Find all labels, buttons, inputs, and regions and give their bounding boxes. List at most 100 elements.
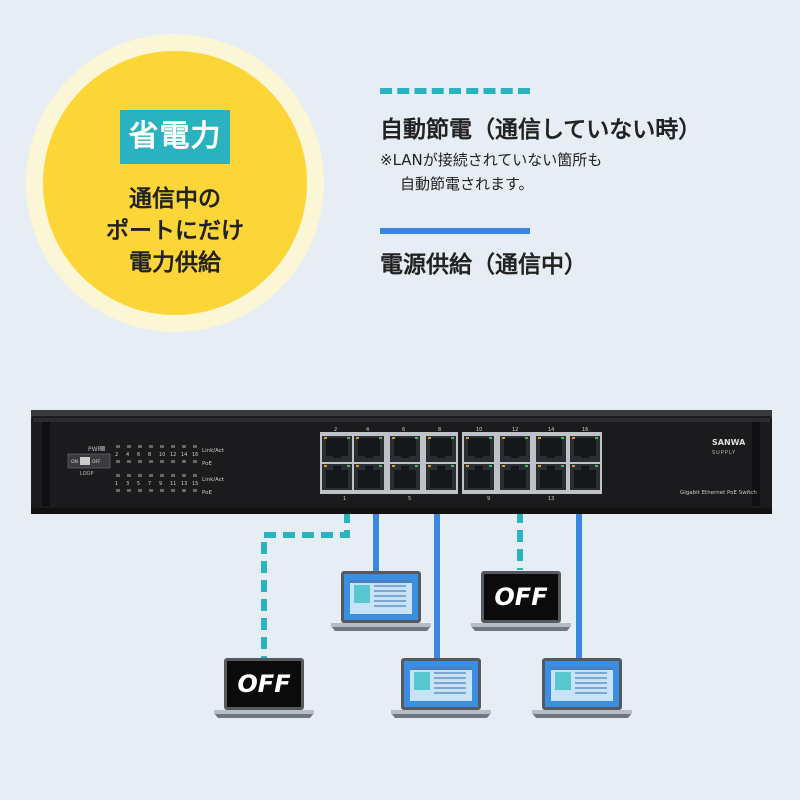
port-number-top: 2 bbox=[334, 427, 337, 433]
ethernet-port-bottom[interactable] bbox=[500, 464, 530, 490]
led-bottom-link bbox=[138, 474, 142, 477]
port-number-top: 14 bbox=[548, 427, 554, 433]
led-number-bottom: 11 bbox=[170, 481, 176, 487]
led-number-top: 12 bbox=[170, 452, 176, 458]
led-number-bottom: 7 bbox=[148, 481, 151, 487]
led-number-top: 6 bbox=[137, 452, 140, 458]
led-number-top: 2 bbox=[115, 452, 118, 458]
pwr-led bbox=[100, 446, 105, 451]
led-number-bottom: 9 bbox=[159, 481, 162, 487]
brand-logo: SANWA bbox=[712, 438, 746, 447]
led-bottom-poe bbox=[182, 489, 186, 492]
poe-label-bottom: PoE bbox=[202, 490, 212, 496]
led-number-bottom: 3 bbox=[126, 481, 129, 487]
ethernet-port-top[interactable] bbox=[536, 436, 566, 462]
ethernet-port-bottom[interactable] bbox=[536, 464, 566, 490]
pwr-label: PWR bbox=[88, 446, 102, 453]
ethernet-port-top[interactable] bbox=[500, 436, 530, 462]
led-number-bottom: 13 bbox=[181, 481, 187, 487]
legend-standby-heading: 自動節電（通信していない時） bbox=[380, 117, 702, 143]
link-act-label-top: Link/Act bbox=[202, 448, 225, 454]
ethernet-port-top[interactable] bbox=[426, 436, 456, 462]
led-number-top: 16 bbox=[192, 452, 198, 458]
legend-note-line-1: ※LANが接続されていない箇所も bbox=[380, 151, 603, 169]
loop-on-label: ON bbox=[71, 459, 78, 465]
led-top-poe bbox=[127, 460, 131, 463]
led-top-link bbox=[116, 445, 120, 448]
feature-line-2: ポートにだけ bbox=[106, 218, 244, 244]
led-number-top: 8 bbox=[148, 452, 151, 458]
led-number-top: 10 bbox=[159, 452, 165, 458]
laptop-active bbox=[331, 571, 431, 631]
legend-solid-line bbox=[380, 228, 530, 234]
ethernet-port-top[interactable] bbox=[464, 436, 494, 462]
feature-circle-inner: 省電力 通信中の ポートにだけ 電力供給 bbox=[43, 51, 307, 315]
led-bottom-poe bbox=[138, 489, 142, 492]
led-top-poe bbox=[160, 460, 164, 463]
led-top-link bbox=[182, 445, 186, 448]
port-number-top: 10 bbox=[476, 427, 482, 433]
led-top-link bbox=[171, 445, 175, 448]
feature-circle: 省電力 通信中の ポートにだけ 電力供給 bbox=[26, 34, 324, 332]
led-number-top: 14 bbox=[181, 452, 187, 458]
led-bottom-poe bbox=[149, 489, 153, 492]
ethernet-port-bottom[interactable] bbox=[354, 464, 384, 490]
ethernet-port-bottom[interactable] bbox=[426, 464, 456, 490]
ethernet-port-top[interactable] bbox=[354, 436, 384, 462]
port-number-bottom: 5 bbox=[408, 496, 411, 502]
led-bottom-link bbox=[160, 474, 164, 477]
led-bottom-link bbox=[171, 474, 175, 477]
loop-label: LOOP bbox=[80, 471, 94, 477]
cable-standby-left bbox=[261, 492, 350, 660]
port-number-top: 12 bbox=[512, 427, 518, 433]
led-top-poe bbox=[182, 460, 186, 463]
ethernet-port-top[interactable] bbox=[322, 436, 352, 462]
led-top-link bbox=[138, 445, 142, 448]
port-number-top: 16 bbox=[582, 427, 588, 433]
ethernet-port-top[interactable] bbox=[390, 436, 420, 462]
laptops: OFF OFF bbox=[214, 571, 632, 718]
loop-off-label: OFF bbox=[92, 459, 101, 465]
port-number-top: 8 bbox=[438, 427, 441, 433]
laptop-active bbox=[391, 658, 491, 718]
led-bottom-link bbox=[149, 474, 153, 477]
feature-title-badge: 省電力 bbox=[120, 110, 230, 164]
led-bottom-link bbox=[193, 474, 197, 477]
feature-line-1: 通信中の bbox=[129, 186, 221, 212]
led-top-poe bbox=[149, 460, 153, 463]
legend-standby-note: ※LANが接続されていない箇所も 自動節電されます。 bbox=[380, 148, 602, 196]
led-bottom-link bbox=[116, 474, 120, 477]
ethernet-port-bottom[interactable] bbox=[464, 464, 494, 490]
legend-dashed-line bbox=[380, 88, 530, 94]
laptop-standby: OFF bbox=[214, 658, 314, 718]
ethernet-port-bottom[interactable] bbox=[390, 464, 420, 490]
port-number-bottom: 13 bbox=[548, 496, 554, 502]
led-number-bottom: 15 bbox=[192, 481, 198, 487]
ethernet-port-bottom[interactable] bbox=[570, 464, 600, 490]
feature-description: 通信中の ポートにだけ 電力供給 bbox=[43, 183, 307, 279]
led-top-link bbox=[193, 445, 197, 448]
led-number-bottom: 5 bbox=[137, 481, 140, 487]
led-top-link bbox=[127, 445, 131, 448]
led-top-link bbox=[149, 445, 153, 448]
led-top-poe bbox=[171, 460, 175, 463]
port-number-bottom: 1 bbox=[343, 496, 346, 502]
led-bottom-link bbox=[127, 474, 131, 477]
brand-logo-sub: SUPPLY bbox=[712, 450, 736, 456]
led-top-poe bbox=[193, 460, 197, 463]
led-number-top: 4 bbox=[126, 452, 129, 458]
led-bottom-poe bbox=[127, 489, 131, 492]
port-number-top: 4 bbox=[366, 427, 369, 433]
ethernet-port-bottom[interactable] bbox=[322, 464, 352, 490]
link-act-label-bottom: Link/Act bbox=[202, 477, 225, 483]
ethernet-port-top[interactable] bbox=[570, 436, 600, 462]
model-label: Gigabit Ethernet PoE Switch bbox=[680, 490, 757, 496]
poe-label-top: PoE bbox=[202, 461, 212, 467]
led-bottom-link bbox=[182, 474, 186, 477]
laptop-standby: OFF bbox=[471, 571, 571, 631]
ethernet-ports bbox=[322, 436, 600, 490]
legend-note-line-2: 自動節電されます。 bbox=[400, 175, 534, 193]
